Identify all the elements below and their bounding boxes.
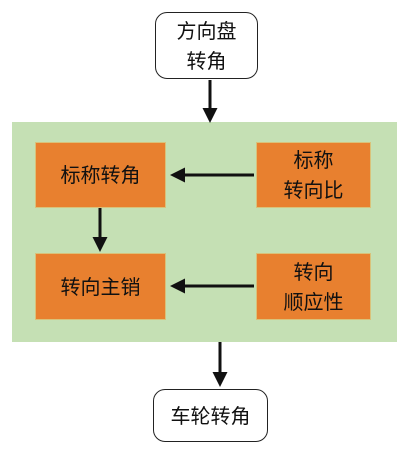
wheel-angle-node: 车轮转角: [153, 389, 268, 442]
kingpin-label: 转向主销: [60, 274, 141, 299]
steering-compliance-node: 转向 顺应性: [256, 253, 371, 320]
steering-wheel-angle-node: 方向盘 转角: [155, 12, 258, 79]
steering-compliance-line2: 顺应性: [283, 289, 344, 314]
steering-wheel-angle-line2: 转角: [186, 48, 227, 73]
nominal-ratio-line2: 转向比: [283, 178, 344, 202]
nominal-ratio-line1: 标称: [293, 148, 334, 172]
wheel-angle-label: 车轮转角: [170, 403, 251, 428]
nominal-angle-label: 标称转角: [60, 163, 141, 187]
nominal-ratio-node: 标称 转向比: [256, 142, 371, 208]
kingpin-node: 转向主销: [35, 253, 166, 320]
steering-wheel-angle-line1: 方向盘: [176, 18, 237, 43]
steering-compliance-line1: 转向: [293, 259, 334, 284]
nominal-angle-node: 标称转角: [35, 142, 166, 208]
